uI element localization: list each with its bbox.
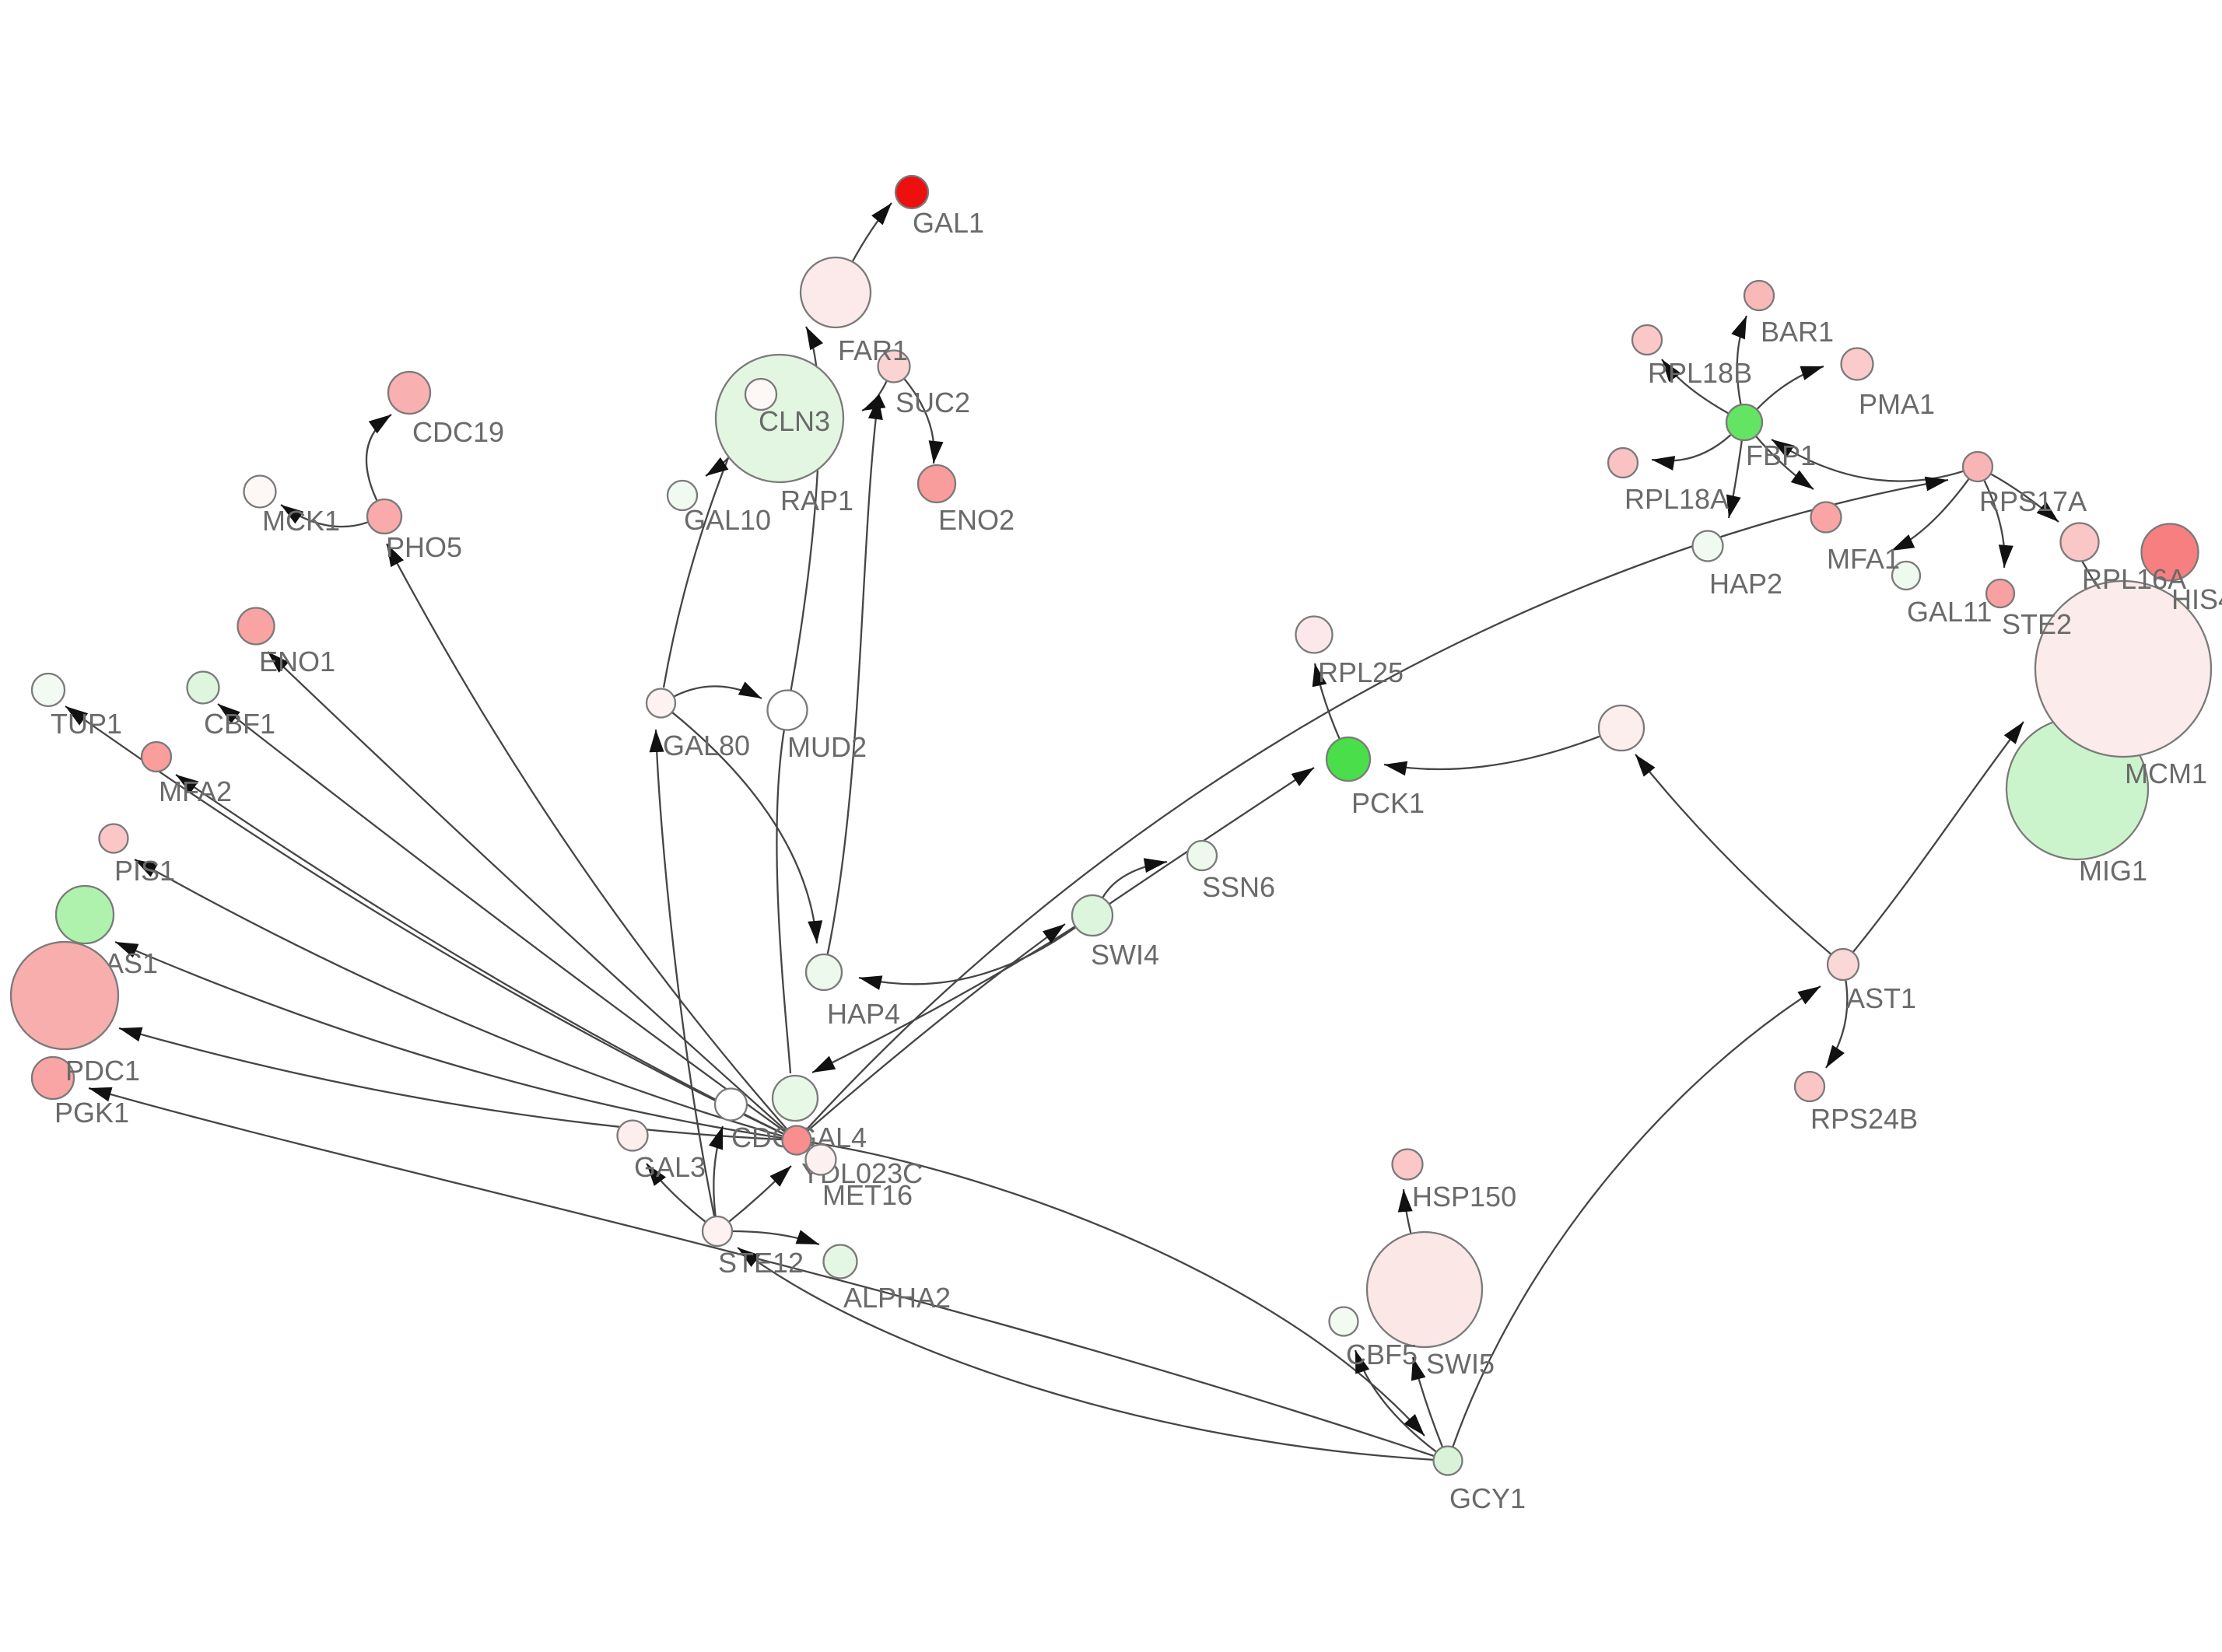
svg-text:SUC2: SUC2 (895, 387, 970, 418)
svg-text:GAL10: GAL10 (684, 504, 771, 536)
svg-text:CLN3: CLN3 (759, 405, 830, 437)
svg-text:CDC19: CDC19 (412, 416, 504, 448)
svg-text:RAP1: RAP1 (780, 485, 853, 516)
svg-text:MFA1: MFA1 (1827, 543, 1900, 575)
svg-text:FBP1: FBP1 (1746, 439, 1816, 471)
svg-text:ENO1: ENO1 (259, 646, 335, 677)
svg-text:SSN6: SSN6 (1202, 871, 1275, 903)
svg-text:GAL11: GAL11 (1907, 596, 1992, 628)
svg-text:PCK1: PCK1 (1351, 787, 1425, 819)
svg-text:STE2: STE2 (2002, 608, 2072, 640)
svg-text:GAL3: GAL3 (634, 1151, 706, 1183)
svg-text:GCY1: GCY1 (1449, 1482, 1526, 1514)
svg-text:MFA2: MFA2 (159, 775, 232, 807)
svg-text:GAL80: GAL80 (663, 730, 750, 761)
svg-text:MCM1: MCM1 (2125, 758, 2207, 789)
svg-text:HSP150: HSP150 (1412, 1181, 1516, 1213)
svg-text:RPL25: RPL25 (1318, 656, 1404, 688)
svg-text:TUP1: TUP1 (51, 708, 122, 740)
svg-text:PDC1: PDC1 (65, 1055, 140, 1087)
svg-text:SWI4: SWI4 (1091, 939, 1159, 971)
svg-text:PIS1: PIS1 (114, 855, 175, 887)
svg-text:ENO2: ENO2 (938, 504, 1015, 536)
svg-text:CBF5: CBF5 (1346, 1339, 1418, 1370)
svg-text:RPS17A: RPS17A (1979, 485, 2087, 517)
svg-text:CBF1: CBF1 (204, 708, 275, 740)
svg-text:HIS4: HIS4 (2171, 583, 2222, 615)
svg-text:STE12: STE12 (718, 1247, 804, 1279)
svg-text:PMA1: PMA1 (1859, 388, 1935, 420)
svg-text:MUD2: MUD2 (787, 731, 867, 763)
svg-text:RPL18B: RPL18B (1648, 357, 1752, 389)
svg-text:RPL18A: RPL18A (1624, 483, 1729, 515)
svg-text:HAP2: HAP2 (1709, 568, 1782, 600)
svg-text:HAP4: HAP4 (827, 998, 900, 1030)
svg-text:SWI5: SWI5 (1426, 1348, 1495, 1380)
svg-text:MIG1: MIG1 (2079, 855, 2147, 887)
svg-text:BAR1: BAR1 (1761, 316, 1834, 348)
svg-text:ALPHA2: ALPHA2 (843, 1282, 951, 1314)
svg-text:FAR1: FAR1 (838, 334, 908, 366)
svg-text:PHO5: PHO5 (386, 531, 462, 563)
svg-text:MCK1: MCK1 (262, 505, 340, 537)
svg-text:PGK1: PGK1 (54, 1097, 129, 1129)
svg-text:RPL16A: RPL16A (2082, 563, 2186, 595)
svg-text:AST1: AST1 (1846, 982, 1916, 1014)
svg-text:MET16: MET16 (822, 1179, 913, 1211)
svg-text:RPS24B: RPS24B (1810, 1103, 1918, 1135)
svg-text:GAL1: GAL1 (913, 207, 984, 239)
